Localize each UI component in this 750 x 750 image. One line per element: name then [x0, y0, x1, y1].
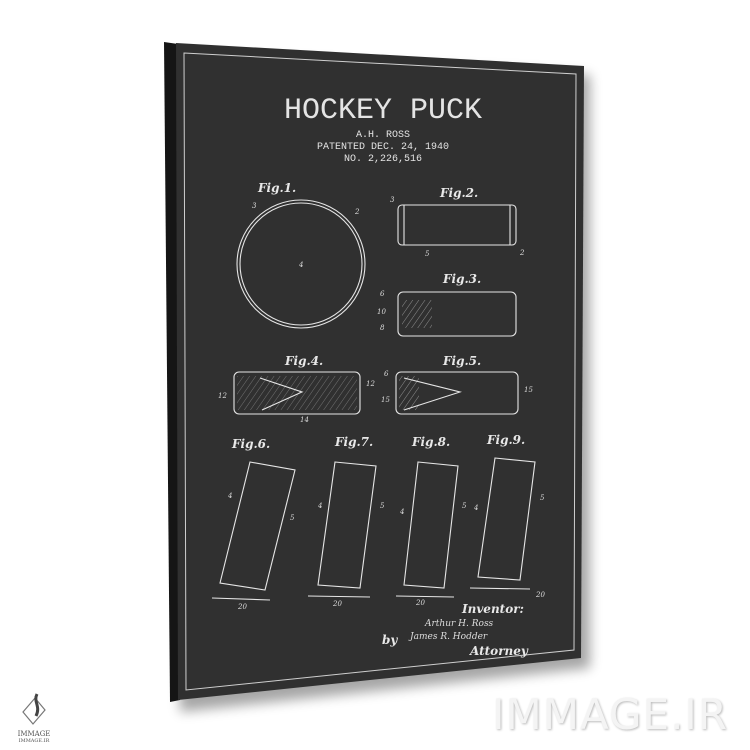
figure-3: Fig.3. 6 10 8: [377, 272, 517, 337]
svg-text:4: 4: [298, 261, 303, 269]
attorney-signature: James R. Hodder: [408, 632, 488, 642]
figure-7: Fig.7. 20 5 4: [307, 435, 385, 608]
figure-1: Fig.1. 4 3 2: [236, 181, 366, 329]
figure-2: Fig.2. 3 2 5: [390, 186, 525, 258]
svg-text:4: 4: [317, 502, 322, 510]
svg-text:20: 20: [332, 600, 342, 608]
svg-text:5: 5: [380, 502, 385, 510]
figure-8: Fig.8. 20 5 4: [395, 435, 467, 607]
svg-text:5: 5: [290, 514, 295, 522]
svg-text:Fig.7.: Fig.7.: [334, 435, 373, 449]
svg-text:6: 6: [384, 370, 389, 378]
svg-text:15: 15: [524, 386, 533, 394]
svg-text:5: 5: [540, 494, 545, 502]
svg-text:Fig.2.: Fig.2.: [439, 186, 478, 200]
logo-mark-icon: [22, 693, 46, 725]
svg-text:20: 20: [415, 599, 425, 607]
svg-text:4: 4: [399, 508, 404, 516]
inventor-name: A.H. ROSS: [356, 130, 410, 141]
inventor-signature: Arthur H. Ross: [424, 619, 494, 629]
svg-text:8: 8: [380, 324, 385, 332]
attorney-label: Attorney: [469, 644, 529, 658]
svg-text:20: 20: [237, 603, 247, 611]
svg-text:4: 4: [227, 492, 232, 500]
by-label: by: [382, 633, 398, 647]
logo-sub: IMMAGE.IR: [18, 738, 50, 744]
svg-text:15: 15: [381, 396, 390, 404]
figure-6: Fig.6. 20 5 4: [211, 437, 296, 611]
canvas-side-edge: [164, 42, 180, 702]
svg-text:4: 4: [473, 504, 478, 512]
print-border: [183, 52, 577, 691]
inventor-label: Inventor:: [461, 602, 524, 616]
svg-text:Fig.4.: Fig.4.: [284, 354, 323, 368]
svg-text:20: 20: [535, 591, 545, 599]
svg-text:12: 12: [218, 392, 227, 400]
watermark-logo: IMMAGE IMMAGE.IR: [14, 690, 54, 744]
svg-text:10: 10: [377, 308, 386, 316]
svg-text:5: 5: [425, 250, 430, 258]
svg-text:2: 2: [519, 249, 525, 257]
print-title: HOCKEY PUCK: [284, 94, 482, 128]
svg-text:12: 12: [366, 380, 375, 388]
watermark-text: IMMAGE.IR: [492, 690, 728, 739]
patent-number: NO. 2,226,516: [344, 154, 422, 165]
patent-date: PATENTED DEC. 24, 1940: [317, 142, 449, 153]
svg-text:5: 5: [462, 502, 467, 510]
figure-9: Fig.9. 20 5 4: [469, 433, 545, 599]
svg-text:Fig.5.: Fig.5.: [442, 354, 481, 368]
svg-text:6: 6: [380, 290, 385, 298]
svg-text:3: 3: [390, 196, 395, 204]
logo-name: IMMAGE: [17, 730, 51, 738]
figure-4: Fig.4. 12 12 14: [218, 354, 375, 424]
svg-text:Fig.8.: Fig.8.: [411, 435, 450, 449]
figure-5: Fig.5. 6 15 15: [381, 354, 533, 415]
svg-text:3: 3: [252, 202, 257, 210]
svg-text:2: 2: [354, 208, 360, 216]
svg-text:Fig.3.: Fig.3.: [442, 272, 481, 286]
svg-text:Fig.1.: Fig.1.: [257, 181, 296, 195]
svg-text:Fig.9.: Fig.9.: [486, 433, 525, 447]
svg-text:14: 14: [300, 416, 309, 424]
svg-text:Fig.6.: Fig.6.: [231, 437, 270, 451]
